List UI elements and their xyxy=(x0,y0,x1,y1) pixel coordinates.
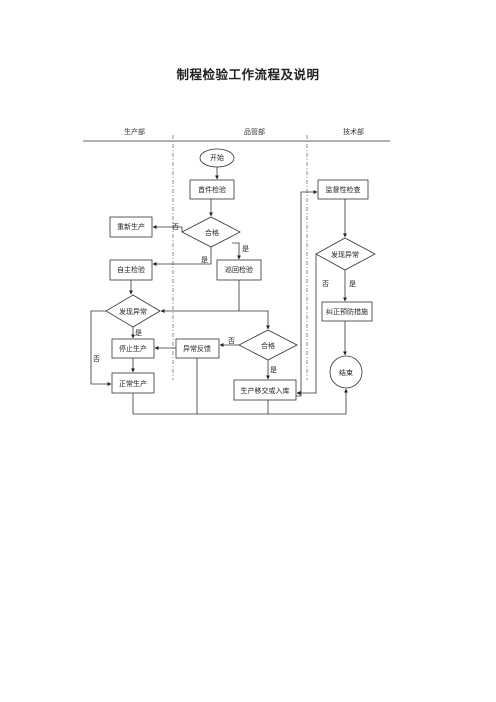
self-inspection-label: 自主检验 xyxy=(117,265,145,274)
qualified-1-label: 合格 xyxy=(205,228,219,237)
lane-quality: 品管部 xyxy=(244,128,265,136)
end-node xyxy=(329,355,363,389)
abnormal2-yes-label: 是 xyxy=(349,280,356,288)
edge-abnormal-normal xyxy=(90,310,112,386)
reproduce-box xyxy=(109,216,153,238)
normal-production-label: 正常生产 xyxy=(119,379,147,388)
corrective-measures-label: 纠正预防措施 xyxy=(326,307,368,316)
find-abnormal-1-label: 发现异常 xyxy=(119,307,147,316)
abnormal1-yes-label: 是 xyxy=(135,329,142,337)
edge-abnormal2-no-transfer xyxy=(296,254,317,395)
q1-yes-label-a: 是 xyxy=(242,245,249,253)
edge-patrol-qualified2 xyxy=(239,310,270,330)
abnormal-feedback-box xyxy=(175,338,220,359)
lane-production: 生产部 xyxy=(124,128,145,136)
qualified-2-label: 合格 xyxy=(261,341,275,350)
start-label: 开始 xyxy=(210,153,224,162)
end-label: 结束 xyxy=(339,368,353,377)
page-title: 制程检验工作流程及说明 xyxy=(176,67,320,82)
edge-transfer-supervise xyxy=(296,190,318,397)
stop-production-label: 停止生产 xyxy=(119,344,147,353)
abnormal-feedback-label: 异常反馈 xyxy=(183,344,211,353)
q1-yes-label-b: 是 xyxy=(201,256,208,264)
transfer-warehouse-label: 生产移交或入库 xyxy=(241,386,290,395)
lane-technical: 技术部 xyxy=(343,128,364,136)
transfer-warehouse-box xyxy=(233,379,297,401)
patrol-inspection-label: 巡回检验 xyxy=(225,265,253,274)
edge-bottom-end xyxy=(133,388,348,415)
q1-no-label: 否 xyxy=(172,223,179,231)
q2-no-label: 否 xyxy=(228,337,235,345)
first-inspection-label: 首件检验 xyxy=(198,185,226,194)
abnormal1-no-label: 否 xyxy=(93,355,100,363)
abnormal2-no-label: 否 xyxy=(322,280,329,288)
q2-yes-label: 是 xyxy=(270,366,277,374)
supervise-inspection-box xyxy=(317,179,369,200)
corrective-measures-box xyxy=(321,301,373,322)
find-abnormal-2-label: 发现异常 xyxy=(331,250,359,259)
edge-q1-yes-patrol xyxy=(232,242,241,260)
supervise-inspection-label: 监督性检查 xyxy=(326,185,361,194)
first-inspection-box xyxy=(189,179,235,200)
edge-q1-yes-self xyxy=(152,247,212,266)
reproduce-label: 重新生产 xyxy=(117,222,145,231)
